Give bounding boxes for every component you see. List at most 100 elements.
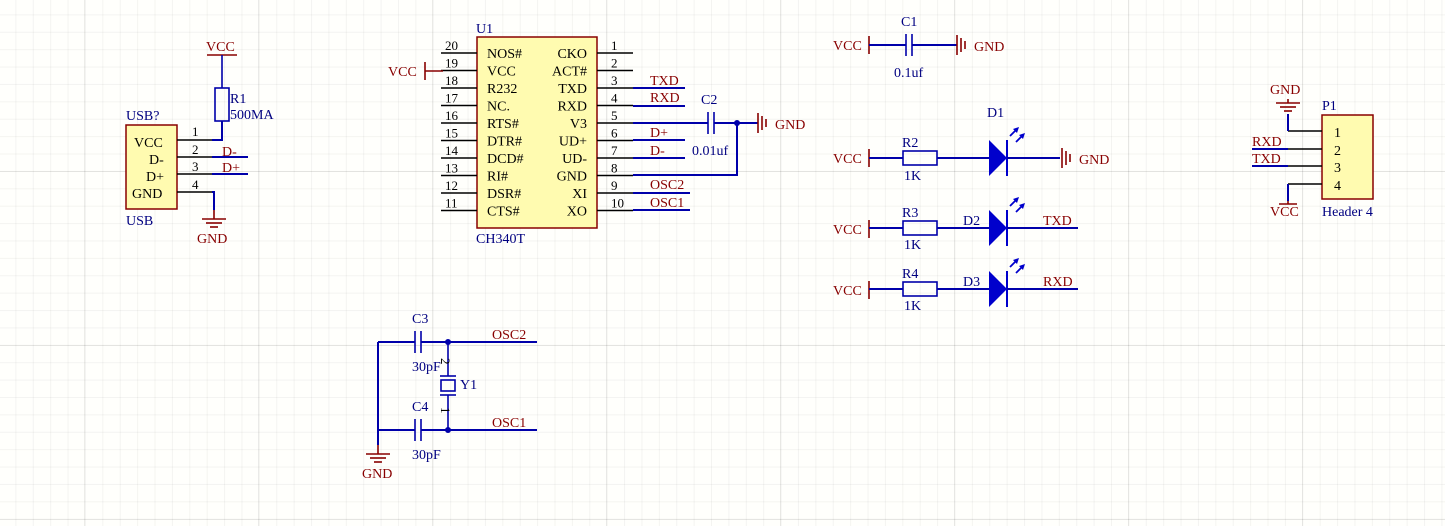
net-label-dplus: D+ [650,126,668,141]
r2-value: 1K [904,169,921,184]
net-label-rxd: RXD [1043,275,1073,290]
u1-pin-number: 18 [445,73,458,88]
p1-pin-number: 2 [1334,144,1341,159]
power-port-gnd: GND [775,118,805,133]
r2-designator: R2 [902,136,918,151]
net-label-osc2: OSC2 [492,328,526,343]
power-port-vcc: VCC [833,39,862,54]
usb-body [125,124,178,210]
net-label-dminus: D- [222,145,237,160]
u1-pin-name: R232 [487,82,517,97]
u1-pin-number: 5 [611,108,618,123]
u1-pin-number: 1 [611,38,618,53]
u1-pin-name: RI# [487,170,508,185]
c2-designator: C2 [701,93,717,108]
usb-pin-name: D+ [146,170,164,185]
d2-designator: D2 [963,214,980,229]
chip-u1[interactable]: U1 CH340T 20NOS#19VCC18R23217NC.16RTS#15… [441,22,633,247]
resistor-r4[interactable]: R4 1K [902,267,938,314]
net-label-osc2: OSC2 [650,178,684,193]
ground-symbol [757,112,767,134]
power-port-gnd: GND [362,467,392,482]
usb-pin-name: D- [149,153,164,168]
u1-comment: CH340T [476,232,525,247]
crystal-y1[interactable]: Y1 2 1 [438,342,477,430]
u1-pin-number: 14 [445,143,459,158]
u1-pin-number: 3 [611,73,618,88]
y1-pin-number: 2 [438,358,453,365]
power-port-vcc: VCC [206,40,235,55]
r1-designator: R1 [230,92,246,107]
net-label-rxd: RXD [1252,135,1282,150]
u1-pin-number: 8 [611,161,618,176]
u1-pin-number: 12 [445,178,458,193]
resistor-r3[interactable]: R3 1K [902,206,938,253]
led-d3[interactable]: D3 [963,257,1026,307]
power-port-gnd: GND [1079,153,1109,168]
net-label-txd: TXD [1252,152,1281,167]
u1-body [476,36,598,229]
r3-designator: R3 [902,206,918,221]
u1-pin-name: ACT# [552,65,587,80]
capacitor-c1[interactable]: C1 0.1uf [894,15,924,81]
capacitor-c2[interactable]: C2 0.01uf [692,93,729,159]
c4-value: 30pF [412,448,441,463]
usb-comment: USB [126,214,153,229]
u1-pin-name: TXD [558,82,587,97]
wire [212,121,223,141]
net-label-osc1: OSC1 [492,416,526,431]
p1-pin-number: 3 [1334,161,1341,176]
power-port-vcc: VCC [833,223,862,238]
led-d2[interactable]: D2 [963,196,1026,246]
wire [212,191,215,210]
u1-pin-name: NC. [487,100,510,115]
u1-pin-name: RXD [557,100,587,115]
usb-pin-number: 2 [192,142,199,157]
p1-pin-number: 4 [1334,179,1341,194]
power-port-gnd: GND [197,232,227,247]
u1-pin-number: 6 [611,126,618,141]
y1-pin-number: 1 [438,407,453,414]
p1-body [1321,114,1374,200]
u1-pin-name: CKO [557,47,587,62]
header-p1[interactable]: P1 Header 4 1 2 3 4 [1288,99,1374,220]
power-port-vcc: VCC [388,65,417,80]
led-d1[interactable]: D1 [987,106,1026,176]
p1-comment: Header 4 [1322,205,1373,220]
u1-pin-number: 20 [445,38,458,53]
u1-pin-number: 17 [445,91,459,106]
u1-pin-number: 2 [611,56,618,71]
resistor-r2[interactable]: R2 1K [902,136,938,184]
p1-pin-number: 1 [1334,126,1341,141]
u1-pin-name: GND [557,170,587,185]
u1-pin-number: 15 [445,126,458,141]
usb-pin-name: VCC [134,136,163,151]
usb-connector[interactable]: USB? USB VCC D- D+ GND 1 2 3 4 [125,109,212,229]
ground-symbol [1061,147,1071,169]
u1-pin-number: 10 [611,196,624,211]
u1-pin-number: 4 [611,91,618,106]
u1-pin-number: 13 [445,161,458,176]
net-label-rxd: RXD [650,91,680,106]
c2-value: 0.01uf [692,144,729,159]
u1-pin-name: RTS# [487,117,519,132]
power-port-gnd: GND [974,40,1004,55]
ground-symbol [956,34,966,56]
resistor-r1[interactable]: VCC R1 500MA [206,40,274,123]
capacitor-c4[interactable]: C4 30pF [412,400,441,463]
d3-designator: D3 [963,275,980,290]
u1-pin-name: VCC [487,65,516,80]
r4-value: 1K [904,299,921,314]
usb-pin-name: GND [132,187,162,202]
ground-symbol [201,209,227,228]
capacitor-c3[interactable]: C3 30pF [412,312,441,375]
usb-pin-number: 3 [192,159,199,174]
u1-pin-name: NOS# [487,47,522,62]
r3-value: 1K [904,238,921,253]
net-label-txd: TXD [1043,214,1072,229]
wire [633,123,738,176]
net-label-dplus: D+ [222,161,240,176]
u1-pin-number: 11 [445,196,458,211]
d1-designator: D1 [987,106,1004,121]
